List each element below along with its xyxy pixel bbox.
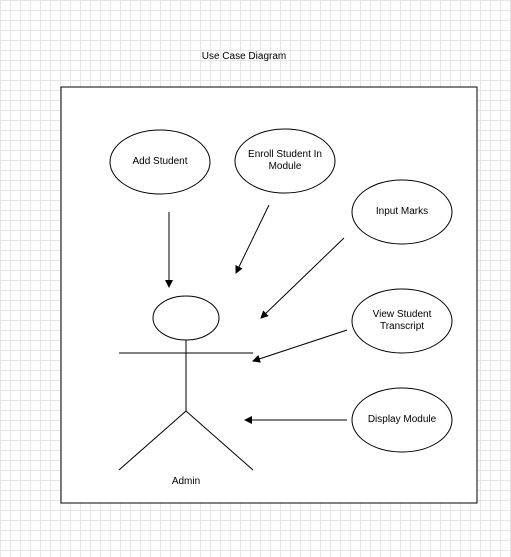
use-case-display-module-shape[interactable] — [351, 387, 453, 453]
actor-right-leg — [185, 410, 254, 471]
actor-admin-label: Admin — [171, 476, 201, 487]
use-case-enroll-student-in-module-label: Enroll Student In Module — [248, 149, 322, 172]
use-case-add-student-shape[interactable] — [109, 129, 211, 195]
actor-admin-figure[interactable] — [118, 295, 254, 471]
use-case-input-marks-label: Input Marks — [375, 206, 429, 217]
actor-left-leg — [118, 410, 187, 471]
arrow-view-student-transcript[interactable] — [252, 329, 348, 363]
use-case-enroll-student-in-module-shape[interactable] — [234, 128, 336, 194]
use-case-add-student-label: Add Student — [132, 156, 188, 167]
use-case-view-student-transcript-label: View Student Transcript — [372, 309, 432, 332]
arrow-input-marks[interactable] — [260, 237, 345, 319]
actor-head — [152, 295, 220, 341]
arrow-enroll-student-in-module[interactable] — [235, 204, 270, 274]
use-case-display-module-label: Display Module — [367, 414, 437, 425]
diagram-title: Use Case Diagram — [201, 51, 287, 62]
use-case-input-marks-shape[interactable] — [351, 179, 453, 245]
use-case-view-student-transcript-shape[interactable] — [351, 288, 453, 354]
